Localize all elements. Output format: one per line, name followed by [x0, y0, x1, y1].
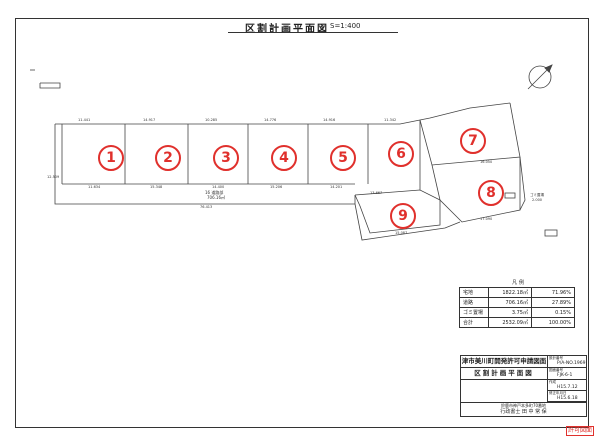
road-area: 706.16㎡: [207, 195, 225, 200]
lot-6: 6: [388, 141, 414, 167]
lot-3: 3: [213, 145, 239, 171]
drawing-name: 区割計画平面図: [461, 367, 548, 380]
garbage-label: ゴミ置場: [530, 193, 544, 197]
dim-lot8-bottom: 17.090: [480, 217, 493, 221]
dim-bottom-1: 11.634: [88, 185, 101, 189]
dim-bottom-3: 14.400: [212, 185, 225, 189]
dim-lot8-top: 16.050: [480, 160, 493, 164]
drawing-title: 区割計画平面図: [245, 24, 329, 35]
dim-bottom-5: 14.201: [330, 185, 343, 189]
lot-9: 9: [390, 203, 416, 229]
lot-2: 2: [155, 145, 181, 171]
lot-8: 8: [478, 180, 504, 206]
garbage-dim: 2.000: [532, 198, 543, 202]
dim-top-4: 14.776: [264, 118, 277, 122]
dim-bottom-4: 15.206: [270, 185, 283, 189]
dim-lot9-top: 13.667: [370, 191, 383, 195]
road-length: 76.413: [200, 205, 213, 209]
road-label: 16 道路部: [205, 190, 224, 195]
title-underline: [228, 32, 398, 33]
north-arrow-icon: [527, 64, 553, 90]
lot-4: 4: [271, 145, 297, 171]
dim-bottom-2: 15.348: [150, 185, 163, 189]
dim-lot9-bottom: 15.087: [395, 231, 408, 235]
lot-7: 7: [460, 128, 486, 154]
dim-left: 12.509: [47, 175, 60, 179]
lot-1: 1: [98, 145, 124, 171]
permit-stamp: 許可図面: [566, 426, 595, 436]
dim-top-6: 11.342: [384, 118, 397, 122]
address: 鈴鹿市神戸本多町70番地: [461, 402, 586, 409]
project-name: 津市美川町開発許可申請図面: [461, 356, 548, 368]
drawing-sheet: [15, 18, 589, 428]
drawing-scale: S=1:400: [330, 22, 361, 30]
dim-top-3: 10.285: [205, 118, 218, 122]
agent-signature: 行政書士 田 中 常 保: [500, 409, 547, 415]
lot-5: 5: [330, 145, 356, 171]
dim-top-5: 14.916: [323, 118, 336, 122]
dim-top-2: 14.917: [143, 118, 156, 122]
dim-top-1: 11.441: [78, 118, 91, 122]
legend-title: 凡例: [512, 280, 527, 286]
